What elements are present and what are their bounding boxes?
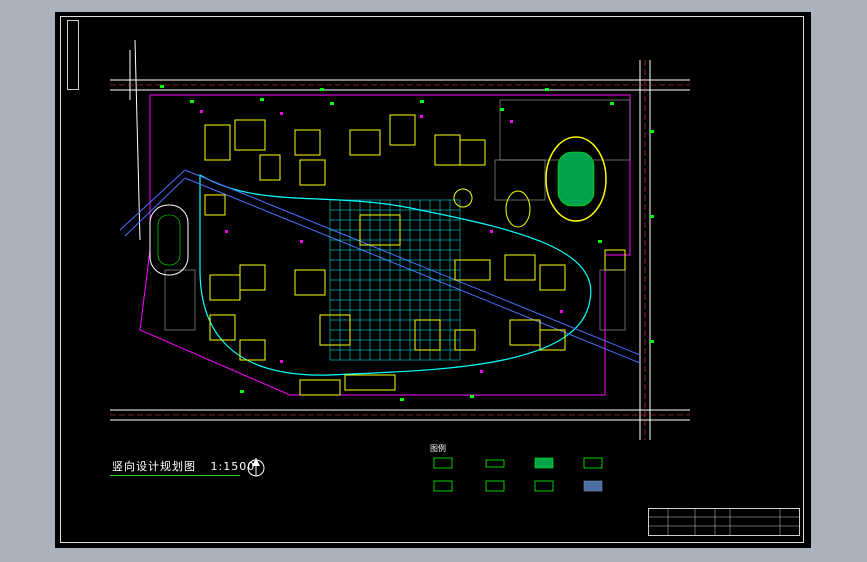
scale-text: 1:1500 xyxy=(210,460,256,473)
annotation-marks xyxy=(200,110,563,373)
elevation-markers xyxy=(160,85,654,401)
buildings xyxy=(204,114,626,396)
stadium-west xyxy=(149,204,189,276)
road-centerlines xyxy=(110,60,690,440)
stadium-east xyxy=(545,136,607,222)
perimeter-roads xyxy=(110,39,690,440)
canal xyxy=(119,169,641,364)
legend-heading: 图例 xyxy=(430,444,446,453)
title-block xyxy=(648,508,800,536)
sports-court xyxy=(453,188,531,228)
ring-road xyxy=(199,173,592,376)
drawing-frame xyxy=(60,16,804,543)
drawing-title: 竖向设计规划图 1:1500 xyxy=(112,458,255,474)
binding-strip xyxy=(67,20,79,90)
title-text: 竖向设计规划图 xyxy=(112,460,196,473)
north-arrow-icon xyxy=(247,458,265,477)
legend-symbols xyxy=(433,457,603,492)
title-block-grid xyxy=(648,508,800,536)
title-underline xyxy=(110,475,240,476)
